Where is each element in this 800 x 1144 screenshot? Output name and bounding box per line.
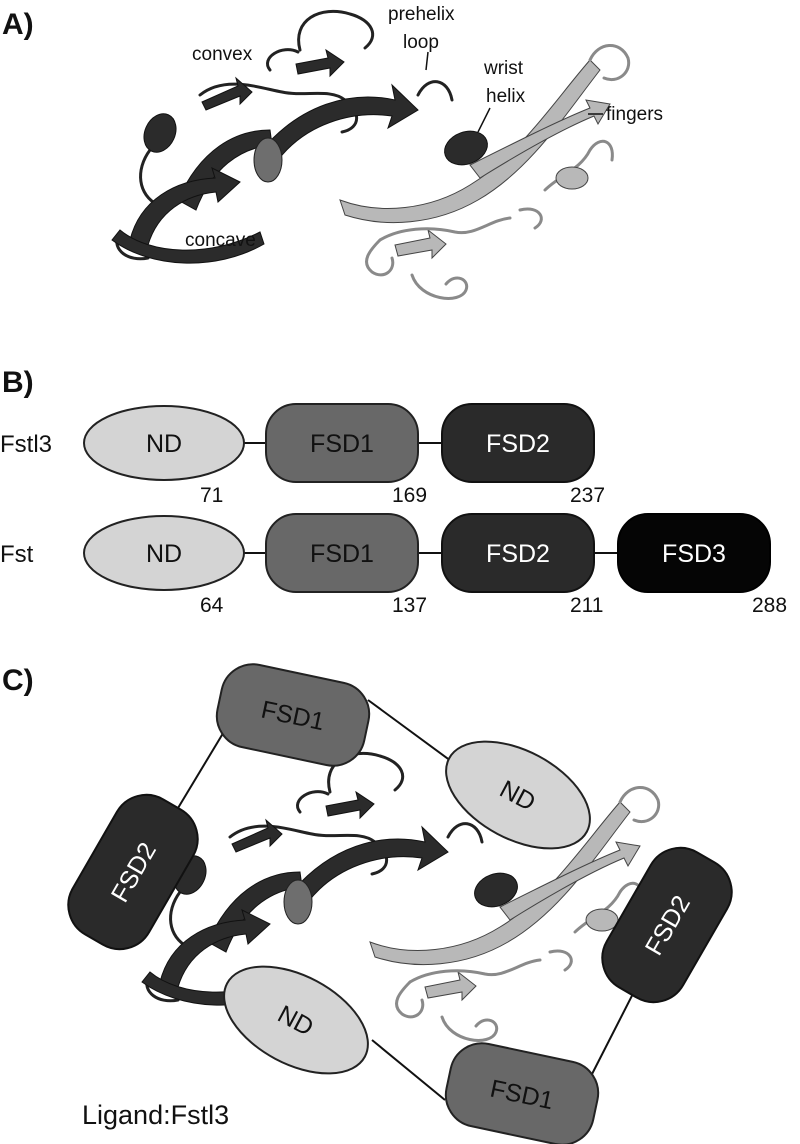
fstl3-fsd2-label: FSD2 bbox=[486, 430, 550, 458]
linker-fsd1-top-fsd2-left bbox=[171, 729, 226, 819]
nd-bottom-domain: ND bbox=[223, 965, 369, 1075]
fstl3-fsd1-end: 169 bbox=[392, 484, 427, 507]
fst-fsd1-label: FSD1 bbox=[310, 540, 374, 568]
prehelix-label: prehelix bbox=[388, 4, 455, 25]
fstl3-fsd2-domain bbox=[441, 403, 595, 483]
panel-b: B) Fstl3 ND FSD1 FSD2 71 169 237 Fst ND … bbox=[0, 366, 787, 617]
linker-nd-bottom-fsd1-bottom bbox=[371, 1039, 446, 1101]
wrist-pointer bbox=[477, 107, 491, 133]
fstl3-fsd2-end: 237 bbox=[570, 484, 605, 507]
fsd2-left-domain: FSD2 bbox=[67, 793, 199, 951]
fst-fsd1-domain bbox=[265, 513, 419, 593]
fst-fsd2-label: FSD2 bbox=[486, 540, 550, 568]
fingers-label: fingers bbox=[606, 104, 663, 125]
wrist-label: wrist bbox=[483, 58, 524, 79]
fsd1-bottom-domain: FSD1 bbox=[444, 1042, 600, 1144]
fst-fsd3-label: FSD3 bbox=[662, 540, 726, 568]
panel-c-label: C) bbox=[2, 664, 34, 697]
concave-label: concave bbox=[185, 230, 256, 251]
fsd1-top-domain: FSD1 bbox=[215, 663, 371, 767]
fstl3-nd-domain bbox=[83, 405, 245, 481]
prehelix-pointer bbox=[425, 51, 429, 71]
fst-nd-label: ND bbox=[146, 540, 182, 568]
fst-fsd2-domain bbox=[441, 513, 595, 593]
fsd2-right-domain: FSD2 bbox=[601, 846, 733, 1004]
nd-top-domain: ND bbox=[445, 740, 591, 850]
fstl3-row: Fstl3 ND FSD1 FSD2 71 169 237 bbox=[0, 403, 605, 507]
fst-name: Fst bbox=[0, 541, 34, 568]
convex-label: convex bbox=[192, 44, 253, 65]
fst-fsd1-end: 137 bbox=[392, 594, 427, 617]
helix-label: helix bbox=[486, 86, 526, 107]
fstl3-nd-label: ND bbox=[146, 430, 182, 458]
loop-label: loop bbox=[403, 32, 439, 53]
panel-c: C) FSD1 ND FSD2 FSD2 ND bbox=[2, 663, 733, 1144]
fst-nd-domain bbox=[83, 515, 245, 591]
fst-fsd2-end: 211 bbox=[570, 594, 603, 617]
linker-fsd1-bottom-fsd2-right bbox=[589, 979, 641, 1079]
fst-nd-end: 64 bbox=[200, 594, 224, 617]
fstl3-nd-end: 71 bbox=[200, 484, 223, 507]
panel-a: A) convex prehelix loop wrist helix fing… bbox=[2, 4, 663, 300]
panel-b-label: B) bbox=[2, 366, 34, 399]
fstl3-name: Fstl3 bbox=[0, 431, 52, 458]
ligand-ribbon-structure bbox=[110, 9, 631, 300]
fstl3-fsd1-label: FSD1 bbox=[310, 430, 374, 458]
fst-fsd3-end: 288 bbox=[752, 594, 787, 617]
panel-a-label: A) bbox=[2, 8, 34, 41]
fst-fsd3-domain bbox=[617, 513, 771, 593]
fst-row: Fst ND FSD1 FSD2 FSD3 64 137 211 288 bbox=[0, 513, 787, 617]
fstl3-fsd1-domain bbox=[265, 403, 419, 483]
complex-caption: Ligand:Fstl3 bbox=[82, 1100, 229, 1130]
